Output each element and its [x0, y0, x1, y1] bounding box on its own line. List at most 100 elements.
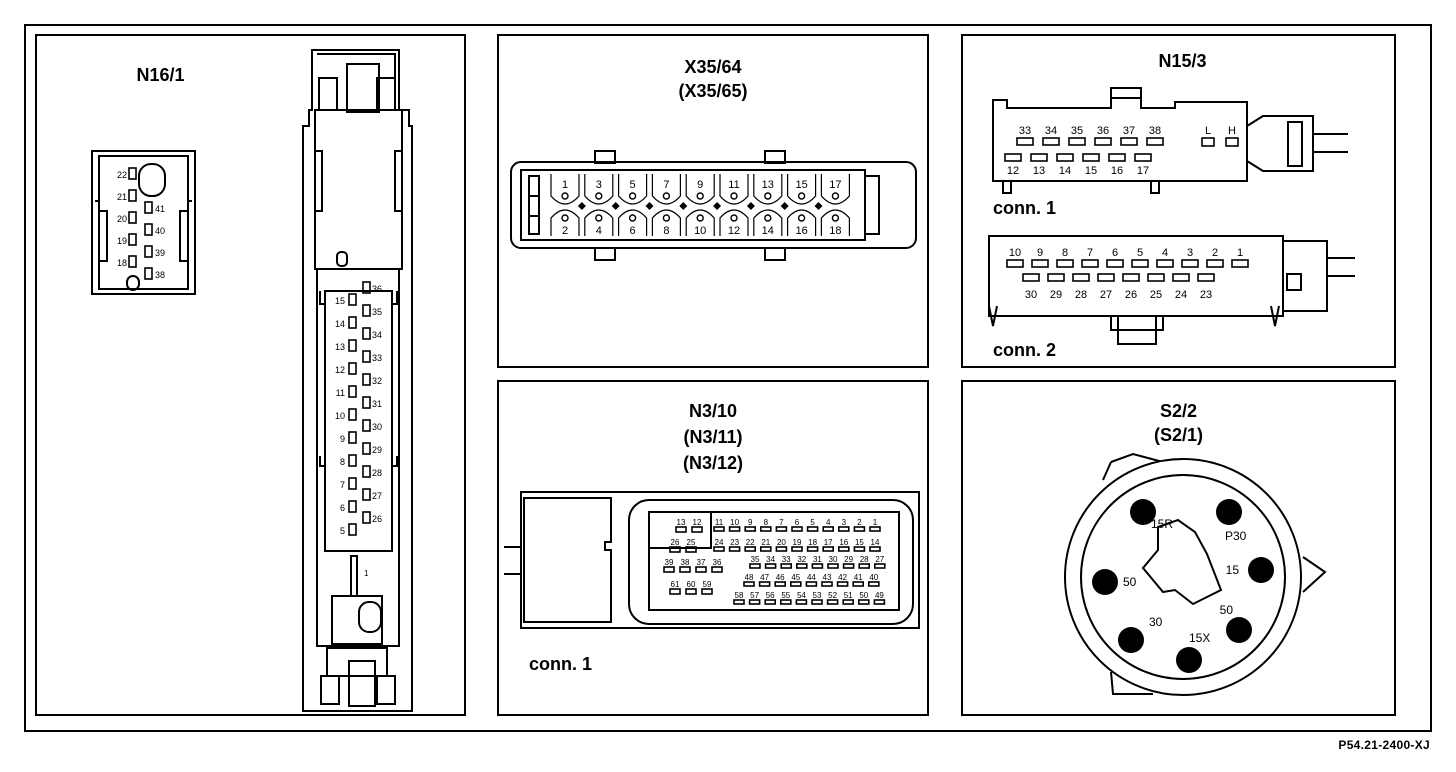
n3-pin [858, 563, 871, 569]
n3-pin-label: 9 [748, 518, 753, 527]
n3-pin-label: 13 [677, 518, 686, 527]
n15-c1-pin-label: 37 [1123, 125, 1135, 137]
x35-cavity [651, 209, 681, 236]
s22-terminal [1092, 569, 1118, 595]
n16-tall-pin-label: 1 [364, 569, 369, 578]
n15-c2-pin-label: 23 [1200, 289, 1212, 301]
n3-pin [836, 581, 849, 587]
n16-tall-pin-label: 30 [372, 422, 382, 432]
x35-pin-label: 8 [663, 225, 669, 237]
n3-pin-label: 57 [750, 591, 759, 600]
n3-pin [713, 526, 725, 532]
n15-c2-pin [1081, 259, 1099, 268]
n15-c1-pin-label: L [1205, 125, 1211, 137]
x35-pin [797, 192, 806, 200]
n3-pin [795, 599, 808, 605]
n3-pin [663, 566, 675, 573]
n3-pin [867, 581, 880, 587]
n16-small-connector [91, 150, 196, 295]
n3-pin-label: 19 [793, 538, 802, 547]
n15-c2-pin-label: 27 [1100, 289, 1112, 301]
n3-pin [743, 581, 755, 587]
n15-c1-pin [1068, 137, 1086, 146]
n16-small-pin [128, 211, 137, 224]
x35-pin [662, 192, 671, 200]
x35-cavity [820, 209, 850, 236]
n3-pin [775, 546, 788, 552]
s22-terminal-label: 15R [1151, 517, 1173, 531]
n3-pin-label: 45 [791, 573, 800, 582]
n3-pin-label: 50 [859, 591, 868, 600]
n3-pin [822, 546, 835, 552]
n3-pin [764, 563, 777, 569]
n3-pin-label: 46 [776, 573, 785, 582]
n16-tall-pin [348, 408, 357, 421]
n15-c1-pin-label: 13 [1033, 165, 1045, 177]
n15-c2-pin-label: 6 [1112, 247, 1118, 259]
diagram-frame [24, 24, 1432, 732]
n15-c2-pin [1047, 273, 1065, 282]
n15-c2-pin [1106, 259, 1124, 268]
x35-pin-label: 7 [663, 179, 669, 191]
n3-pin [748, 599, 761, 605]
n3-subtitle-1: (N3/11) [683, 427, 743, 447]
n16-tall-pin-label: 35 [372, 307, 382, 317]
x35-cavity [719, 209, 749, 236]
n15-c2-pin [1172, 273, 1190, 282]
n15-c1-pin [1201, 137, 1215, 147]
n16-tall-pin-label: 11 [336, 388, 345, 398]
x35-pin-label: 4 [596, 225, 602, 237]
s22-terminal-label: 15 [1226, 563, 1240, 577]
n15-c2-pin-label: 10 [1009, 247, 1021, 259]
n3-pin [774, 581, 787, 587]
n16-tall-pin [362, 281, 371, 294]
n3-pin [805, 581, 818, 587]
x35-key [577, 202, 586, 210]
n15-c1-pin-label: 33 [1019, 125, 1031, 137]
n3-pin [744, 546, 756, 552]
s22-terminal [1176, 647, 1202, 673]
n16-tall-pin-label: 34 [372, 330, 382, 340]
n16-tall-pin [348, 362, 357, 375]
s22-terminal-label: 15X [1189, 631, 1210, 645]
s22-terminal-label: P30 [1225, 529, 1247, 543]
n16-small-pin-label: 22 [117, 170, 127, 180]
n3-pin-label: 10 [730, 518, 739, 527]
x35-pin [696, 214, 704, 222]
n16-tall-pin [348, 477, 357, 490]
n16-tall-pin-label: 15 [335, 296, 345, 306]
n15-c1-pin [1120, 137, 1138, 146]
n3-pin-label: 43 [823, 573, 832, 582]
n3-pin-label: 34 [766, 555, 775, 564]
n15-c2-pin [1197, 273, 1215, 282]
x35-pin-label: 3 [596, 179, 602, 191]
n16-small-pin [128, 167, 137, 180]
n3-pin-label: 36 [713, 558, 722, 567]
n16-tall-pin-label: 28 [372, 468, 382, 478]
n3-pin-label: 24 [715, 538, 724, 547]
n16-tall-pin [348, 293, 357, 306]
n15-c2-pin-label: 24 [1175, 289, 1187, 301]
s22-terminal-label: 30 [1149, 615, 1163, 629]
x35-pin [797, 214, 806, 222]
n15-c1-pin-label: H [1228, 125, 1236, 137]
n15-c1-pin [1042, 137, 1060, 146]
x35-cavity [584, 174, 614, 205]
n3-pin-label: 29 [844, 555, 853, 564]
n16-tall-pin [348, 385, 357, 398]
n16-tall-pin-label: 14 [335, 319, 345, 329]
x35-pin-label: 1 [562, 179, 568, 191]
n3-pin-label: 26 [671, 538, 680, 547]
drawing-reference: P54.21-2400-XJ [1338, 738, 1430, 752]
n16-tall-pin-label: 26 [372, 514, 382, 524]
n3-pin [806, 526, 819, 532]
n15-conn1 [992, 87, 1348, 194]
n3-pin [857, 599, 870, 605]
n15-c2-pin-label: 2 [1212, 247, 1218, 259]
n16-tall-pin-label: 10 [335, 411, 345, 421]
x35-pin [561, 214, 569, 222]
n3-pin [811, 599, 823, 605]
n3-pin [873, 599, 886, 605]
n16-tall-pin [348, 454, 357, 467]
n15-conn1-label: conn. 1 [993, 198, 1057, 218]
